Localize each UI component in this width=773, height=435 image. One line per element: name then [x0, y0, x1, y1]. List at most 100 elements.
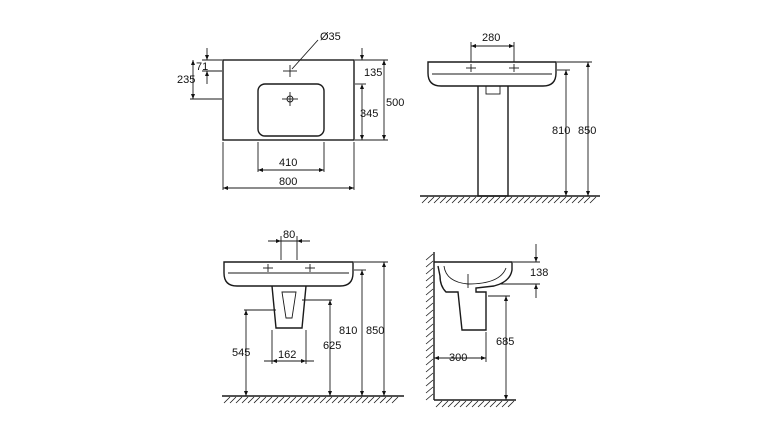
wh-dim-810-label: 810	[339, 325, 357, 337]
dim-800-label: 800	[279, 176, 297, 188]
hatch-mark	[529, 196, 537, 204]
dimension-arrowhead	[586, 62, 590, 67]
hatch-mark	[471, 400, 479, 408]
hatch-mark	[331, 396, 339, 404]
hatch-mark	[523, 196, 531, 204]
hatch-mark	[349, 396, 357, 404]
hatch-mark	[425, 302, 434, 310]
tap-hole-leader	[291, 39, 319, 70]
hatch-mark	[425, 365, 434, 373]
hatch-mark	[577, 196, 585, 204]
dim-138-label: 138	[530, 267, 548, 279]
hatch-mark	[477, 400, 485, 408]
dim-80-label: 80	[283, 229, 295, 241]
hatch-mark	[541, 196, 549, 204]
hatch-mark	[505, 196, 513, 204]
dimension-arrowhead	[360, 270, 364, 275]
hatch-mark	[483, 400, 491, 408]
dimension-arrowhead	[223, 186, 228, 190]
dimension-arrowhead	[360, 135, 364, 140]
drain-circle	[286, 95, 294, 103]
dimension-arrowhead	[504, 296, 508, 301]
hatch-mark	[433, 196, 441, 204]
wallhung-floor-hatch	[223, 396, 399, 404]
ped-dim-810-label: 810	[552, 125, 570, 137]
dimension-arrowhead	[272, 359, 277, 363]
hatch-mark	[463, 196, 471, 204]
hatch-mark	[259, 396, 267, 404]
hatch-mark	[453, 400, 461, 408]
hatch-mark	[511, 196, 519, 204]
hatch-mark	[465, 400, 473, 408]
semi-pedestal-detail	[281, 291, 297, 319]
hatch-mark	[495, 400, 503, 408]
hatch-mark	[425, 323, 434, 331]
hatch-mark	[343, 396, 351, 404]
wh-dim-850-label: 850	[366, 325, 384, 337]
dimension-arrowhead	[360, 84, 364, 89]
hatch-mark	[499, 196, 507, 204]
ped-dim-850-label: 850	[578, 125, 596, 137]
wallhung-basin-outline	[223, 261, 354, 287]
hatch-mark	[223, 396, 231, 404]
dim-300-label: 300	[449, 352, 467, 364]
dimension-arrowhead	[205, 71, 209, 76]
section-wall-hatch	[425, 253, 434, 401]
hatch-mark	[425, 379, 434, 387]
hatch-mark	[547, 196, 555, 204]
dimension-arrowhead	[360, 55, 364, 60]
dimension-arrowhead	[191, 94, 195, 99]
hatch-mark	[425, 386, 434, 394]
hatch-mark	[373, 396, 381, 404]
hatch-mark	[425, 253, 434, 261]
hatch-mark	[421, 196, 429, 204]
section-bowl-line	[443, 265, 507, 285]
hatch-mark	[319, 396, 327, 404]
dimension-arrowhead	[360, 391, 364, 396]
dimension-arrowhead	[382, 60, 386, 65]
dimension-arrowhead	[319, 168, 324, 172]
hatch-mark	[425, 274, 434, 282]
dimension-arrowhead	[471, 44, 476, 48]
dimension-arrowhead	[258, 168, 263, 172]
dim-500-label: 500	[386, 97, 404, 109]
dimension-arrowhead	[382, 391, 386, 396]
hatch-mark	[313, 396, 321, 404]
dimension-arrowhead	[244, 310, 248, 315]
hatch-mark	[247, 396, 255, 404]
dim-410-label: 410	[279, 157, 297, 169]
hatch-mark	[457, 196, 465, 204]
dimension-arrowheads	[191, 44, 590, 400]
pedestal-floor-hatch	[421, 196, 597, 204]
hatch-mark	[337, 396, 345, 404]
section-floor-hatch	[435, 400, 515, 408]
hatch-mark	[439, 196, 447, 204]
hatch-mark	[425, 393, 434, 401]
hatch-mark	[425, 316, 434, 324]
pedestal-top-detail	[485, 85, 501, 95]
hatch-mark	[493, 196, 501, 204]
hatch-mark	[265, 396, 273, 404]
tap-hole-label: Ø35	[320, 31, 341, 43]
dim-625-label: 625	[323, 340, 341, 352]
hatch-mark	[361, 396, 369, 404]
section-view: 138 685 300	[425, 244, 548, 408]
dimension-arrowhead	[328, 391, 332, 396]
hatch-mark	[553, 196, 561, 204]
pedestal-front-view: 280 810 850	[420, 32, 600, 204]
dimension-arrowhead	[191, 60, 195, 65]
dim-280-label: 280	[482, 32, 500, 44]
hatch-mark	[367, 396, 375, 404]
dimension-arrowhead	[205, 55, 209, 60]
hatch-mark	[475, 196, 483, 204]
hatch-mark	[451, 196, 459, 204]
hatch-mark	[427, 196, 435, 204]
hatch-mark	[481, 196, 489, 204]
dim-545-label: 545	[232, 347, 250, 359]
hatch-mark	[441, 400, 449, 408]
hatch-mark	[565, 196, 573, 204]
dim-685-label: 685	[496, 336, 514, 348]
hatch-mark	[487, 196, 495, 204]
hatch-mark	[447, 400, 455, 408]
semi-pedestal	[271, 285, 307, 329]
